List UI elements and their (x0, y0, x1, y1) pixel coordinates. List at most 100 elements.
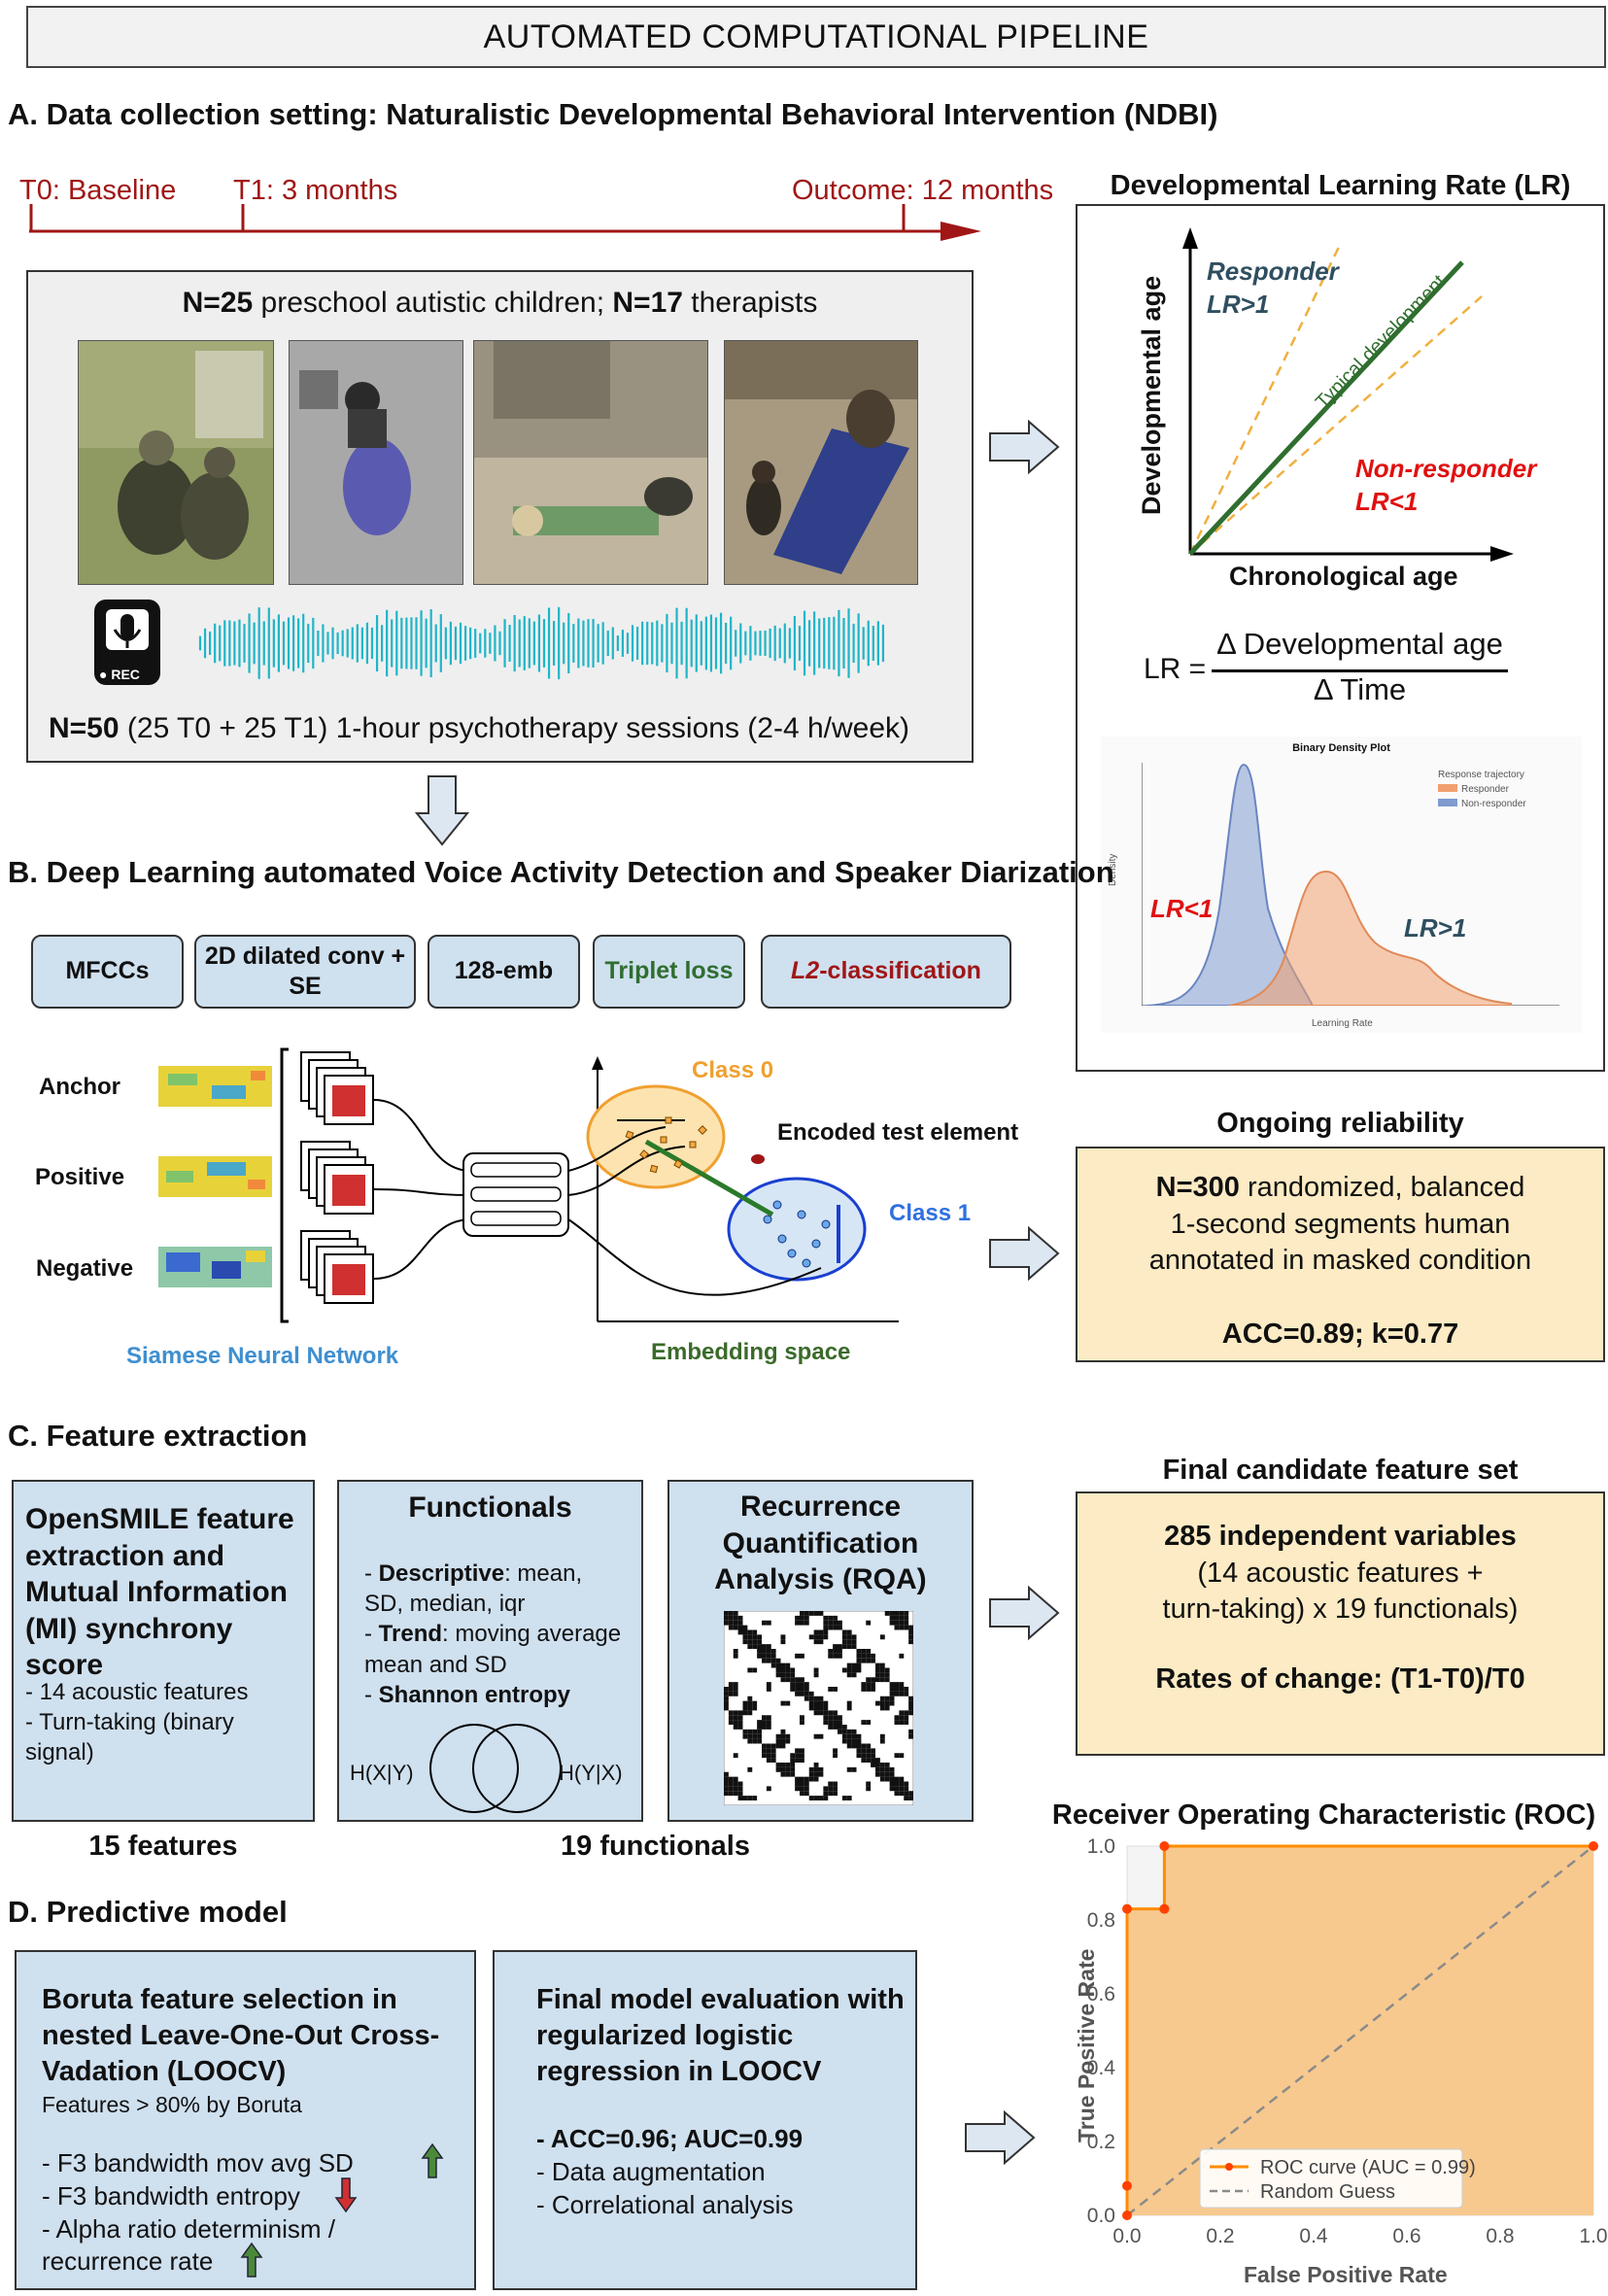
recurrence-cell (733, 1786, 738, 1792)
recurrence-cell (875, 1700, 880, 1706)
boruta-box (15, 1950, 476, 2290)
recurrence-cell (818, 1710, 824, 1716)
recurrence-cell (846, 1733, 852, 1739)
recurrence-cell (770, 1758, 776, 1763)
recurrence-cell (823, 1625, 829, 1630)
arrow-right-icon (989, 1225, 1060, 1282)
recurrence-cell (737, 1720, 743, 1725)
recurrence-cell (800, 1758, 804, 1763)
recurrence-cell (851, 1644, 857, 1649)
recurrence-cell (785, 1677, 791, 1683)
recurrence-cell (800, 1691, 804, 1696)
roc-xtick-label: 0.2 (1206, 2225, 1234, 2247)
recurrence-cell (894, 1720, 900, 1725)
recurrence-cell (804, 1781, 809, 1787)
boruta-item-2: - F3 bandwidth entropy (42, 2180, 300, 2210)
recurrence-cell (838, 1720, 842, 1725)
recurrence-cell (884, 1705, 890, 1711)
trend-text: : moving average mean and SD (364, 1621, 622, 1678)
recurrence-cell (780, 1634, 786, 1640)
recurrence-cell (813, 1776, 819, 1782)
recurrence-cell (889, 1786, 895, 1792)
arrow-down-red-icon (334, 2177, 358, 2213)
recurrence-cell (813, 1771, 819, 1777)
recurrence-cell (813, 1705, 819, 1711)
recurrence-cell (879, 1771, 885, 1777)
recurrence-cell (728, 1791, 734, 1797)
recurrence-cell (856, 1653, 862, 1659)
final-model-list: - ACC=0.96; AUC=0.99 - Data augmentation… (536, 2123, 803, 2221)
recurrence-cell (908, 1625, 913, 1630)
formula-fraction-bar (1212, 669, 1508, 672)
recurrence-cell (728, 1786, 734, 1792)
recurrence-cell (742, 1729, 748, 1734)
recurrence-cell (866, 1781, 872, 1787)
opensmile-item-turn-taking: - Turn-taking (binary signal) (25, 1709, 234, 1766)
recurrence-cell (856, 1748, 862, 1754)
session-photo-1 (78, 340, 274, 585)
recurrence-cell (752, 1738, 758, 1744)
recurrence-cell (833, 1620, 838, 1626)
recurrence-cell (861, 1758, 867, 1763)
recurrence-cell (766, 1658, 771, 1663)
recurrence-cell (762, 1748, 767, 1754)
recurrence-cell (813, 1611, 819, 1616)
reliability-count: N=300 (1155, 1172, 1240, 1203)
recurrence-cell (766, 1649, 771, 1654)
children-text: preschool autistic children; (253, 287, 613, 319)
recurrence-cell (757, 1738, 762, 1744)
recurrence-cell (804, 1615, 809, 1621)
embedding-space-label: Embedding space (651, 1339, 851, 1365)
recurrence-cell (762, 1658, 767, 1663)
recurrence-cell (823, 1710, 829, 1716)
recurrence-cell (899, 1786, 905, 1792)
recurrence-cell (889, 1687, 895, 1692)
recurrence-cell (846, 1738, 852, 1744)
therapists-count: N=17 (612, 287, 683, 319)
recurrence-cell (737, 1615, 743, 1621)
recurrence-cell (747, 1733, 753, 1739)
recurrence-cell (785, 1733, 791, 1739)
recurrence-cell (899, 1682, 905, 1687)
recurrence-cell (728, 1682, 734, 1687)
recurrence-cell (747, 1766, 753, 1772)
recurrence-cell (894, 1620, 900, 1626)
recurrence-plot (724, 1611, 913, 1805)
recurrence-cell (894, 1715, 900, 1721)
recurrence-cell (800, 1677, 804, 1683)
recurrence-cell (775, 1743, 781, 1749)
recurrence-cell (733, 1781, 738, 1787)
recurrence-cell (752, 1700, 758, 1706)
final-model-metrics: - ACC=0.96; AUC=0.99 (536, 2124, 804, 2153)
recurrence-cell (780, 1662, 786, 1668)
recurrence-cell (894, 1687, 900, 1692)
recurrence-cell (851, 1729, 857, 1734)
recurrence-cell (813, 1710, 819, 1716)
arrow-right-icon (989, 419, 1060, 475)
recurrence-cell (742, 1634, 748, 1640)
recurrence-cell (747, 1705, 753, 1711)
recurrence-cell (813, 1763, 819, 1767)
l2-text: L2 (791, 957, 820, 985)
recurrence-cell (846, 1644, 852, 1649)
recurrence-cell (846, 1700, 852, 1706)
recurrence-cell (838, 1725, 842, 1730)
roc-ytick-label: 0.6 (1087, 1983, 1115, 2005)
siamese-network-diagram (280, 1047, 899, 1323)
venn-diagram (429, 1724, 562, 1813)
recurrence-cell (737, 1620, 743, 1626)
recurrence-cell (780, 1733, 786, 1739)
session-photo-2 (289, 340, 463, 585)
nonresponder-label: Non-responder LR<1 (1355, 453, 1536, 519)
anchor-label: Anchor (39, 1074, 120, 1100)
nonresponder-lr: LR<1 (1355, 486, 1419, 516)
recurrence-cell (904, 1796, 909, 1800)
recurrence-cell (818, 1705, 824, 1711)
recurrence-cell (752, 1639, 758, 1645)
recurrence-cell (795, 1677, 800, 1683)
recurrence-cell (780, 1743, 786, 1749)
recurrence-cell (884, 1700, 890, 1706)
recurrence-cell (818, 1771, 824, 1777)
recurrence-cell (795, 1753, 800, 1759)
recurrence-cell (871, 1653, 875, 1659)
